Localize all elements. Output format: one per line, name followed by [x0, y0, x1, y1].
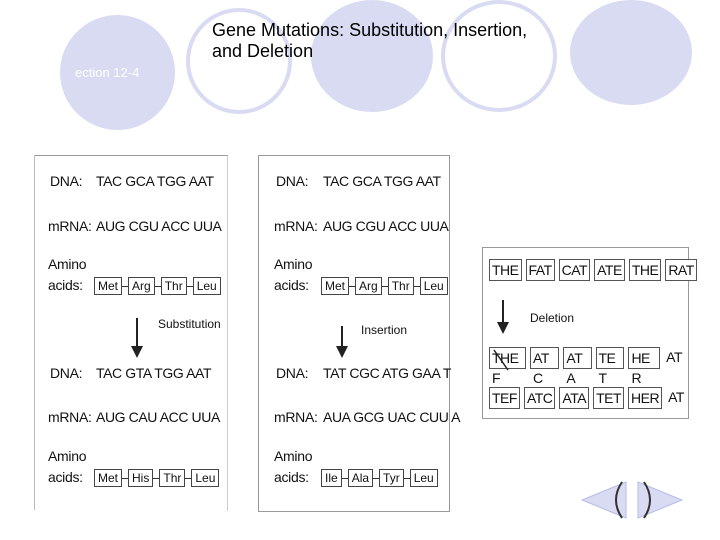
amino-acid: Leu: [409, 469, 438, 487]
dna-sequence: TAC GCA TGG AAT: [323, 173, 441, 189]
section-label: ection 12-4: [75, 65, 140, 80]
mrna-sequence: AUG CGU ACC UUA: [323, 218, 449, 234]
decor-ring: [186, 8, 292, 114]
back-arrow-icon[interactable]: [578, 478, 630, 522]
deletion-panel: THE FAT CAT ATE THE RAT Deletion THE F A…: [482, 247, 697, 419]
word-box: THE: [489, 259, 522, 281]
slide-title: Gene Mutations: Substitution, Insertion,…: [212, 20, 527, 62]
amino-label: Amino: [274, 448, 313, 464]
acids-label: acids:: [274, 277, 309, 293]
slide-title-line1: Gene Mutations: Substitution, Insertion,: [212, 20, 528, 40]
amino-label: Amino: [48, 448, 87, 464]
substitution-panel: DNA: TAC GCA TGG AAT mRNA: AUG CGU ACC U…: [34, 155, 228, 511]
amino-acid-chain: Ile Ala Tyr Leu: [321, 469, 438, 487]
arrowhead-icon: [497, 322, 509, 334]
arrow-icon: [341, 326, 343, 348]
dna-label: DNA:: [50, 365, 83, 381]
amino-acid: Met: [94, 469, 123, 487]
slide-title-line2: and Deletion: [212, 41, 314, 61]
word-box: CAT: [558, 259, 591, 281]
word-box: ATE: [594, 259, 625, 281]
arrow-icon: [502, 300, 504, 324]
word-box: AT A: [563, 347, 592, 386]
insertion-panel: DNA: TAC GCA TGG AAT mRNA: AUG CGU ACC U…: [258, 155, 461, 512]
word-box: TEF: [489, 387, 520, 409]
word-box: AT C: [530, 347, 560, 386]
dna-sequence: TAC GCA TGG AAT: [96, 173, 214, 189]
amino-label: Amino: [274, 256, 313, 272]
decor-ring: [441, 0, 557, 112]
mrna-sequence: AUA GCG UAC CUU A: [323, 409, 461, 425]
word-box: HE R: [628, 347, 661, 386]
amino-acid: Arg: [355, 277, 382, 295]
decor-circle: [570, 0, 692, 105]
amino-label: Amino: [48, 256, 87, 272]
mrna-sequence: AUG CAU ACC UUA: [96, 409, 220, 425]
word-box: THE F: [489, 347, 527, 386]
decor-circle: [60, 15, 175, 130]
forward-arrow-icon[interactable]: [634, 478, 686, 522]
substitution-caption: Substitution: [158, 317, 221, 331]
acids-label: acids:: [48, 277, 83, 293]
dna-sequence: TAC GTA TGG AAT: [96, 365, 212, 381]
dna-label: DNA:: [276, 365, 309, 381]
arrowhead-icon: [336, 346, 348, 358]
amino-acid: Met: [94, 277, 123, 295]
dna-sequence: TAT CGC ATG GAA T: [323, 365, 452, 381]
amino-acid: Thr: [160, 277, 187, 295]
word-box: ATC: [523, 387, 556, 409]
word-row: THE F AT C AT A TE T HE R AT: [489, 347, 688, 386]
amino-acid: Tyr: [379, 469, 404, 487]
acids-label: acids:: [48, 469, 83, 485]
substitution-panel-edge: [34, 155, 35, 510]
word-box: ATA: [559, 387, 590, 409]
amino-acid: Met: [321, 277, 350, 295]
dna-label: DNA:: [50, 173, 83, 189]
word-row: TEF ATC ATA TET HER AT: [489, 387, 690, 409]
arrow-icon: [136, 318, 138, 348]
amino-acid: Ala: [347, 469, 374, 487]
amino-acid: Leu: [419, 277, 448, 295]
mrna-label: mRNA:: [274, 409, 318, 425]
mrna-label: mRNA:: [274, 218, 318, 234]
word-box: THE: [628, 259, 662, 281]
dna-label: DNA:: [276, 173, 309, 189]
word-box: RAT: [665, 259, 697, 281]
word-box: HER: [628, 387, 663, 409]
mrna-label: mRNA:: [48, 218, 92, 234]
deletion-caption: Deletion: [530, 311, 575, 325]
amino-acid: Leu: [192, 277, 221, 295]
amino-acid: Arg: [128, 277, 155, 295]
amino-acid-chain: Met Arg Thr Leu: [94, 277, 221, 295]
insertion-caption: Insertion: [361, 323, 408, 337]
word-box: FAT: [525, 259, 555, 281]
amino-acid-chain: Met His Thr Leu: [94, 469, 220, 487]
word-box: TE T: [595, 347, 625, 386]
mrna-label: mRNA:: [48, 409, 92, 425]
word-box: AT: [666, 387, 686, 407]
word-box: AT: [664, 347, 684, 367]
amino-acid: Thr: [159, 469, 186, 487]
word-box: TET: [593, 387, 625, 409]
amino-acid: His: [128, 469, 154, 487]
arrowhead-icon: [131, 346, 143, 358]
amino-acid: Ile: [321, 469, 342, 487]
amino-acid-chain: Met Arg Thr Leu: [321, 277, 448, 295]
word-row: THE FAT CAT ATE THE RAT: [489, 259, 701, 281]
strike-mark-icon: [493, 349, 509, 371]
decor-circle: [311, 0, 433, 112]
mrna-sequence: AUG CGU ACC UUA: [96, 218, 222, 234]
amino-acid: Thr: [387, 277, 414, 295]
acids-label: acids:: [274, 469, 309, 485]
amino-acid: Leu: [191, 469, 220, 487]
